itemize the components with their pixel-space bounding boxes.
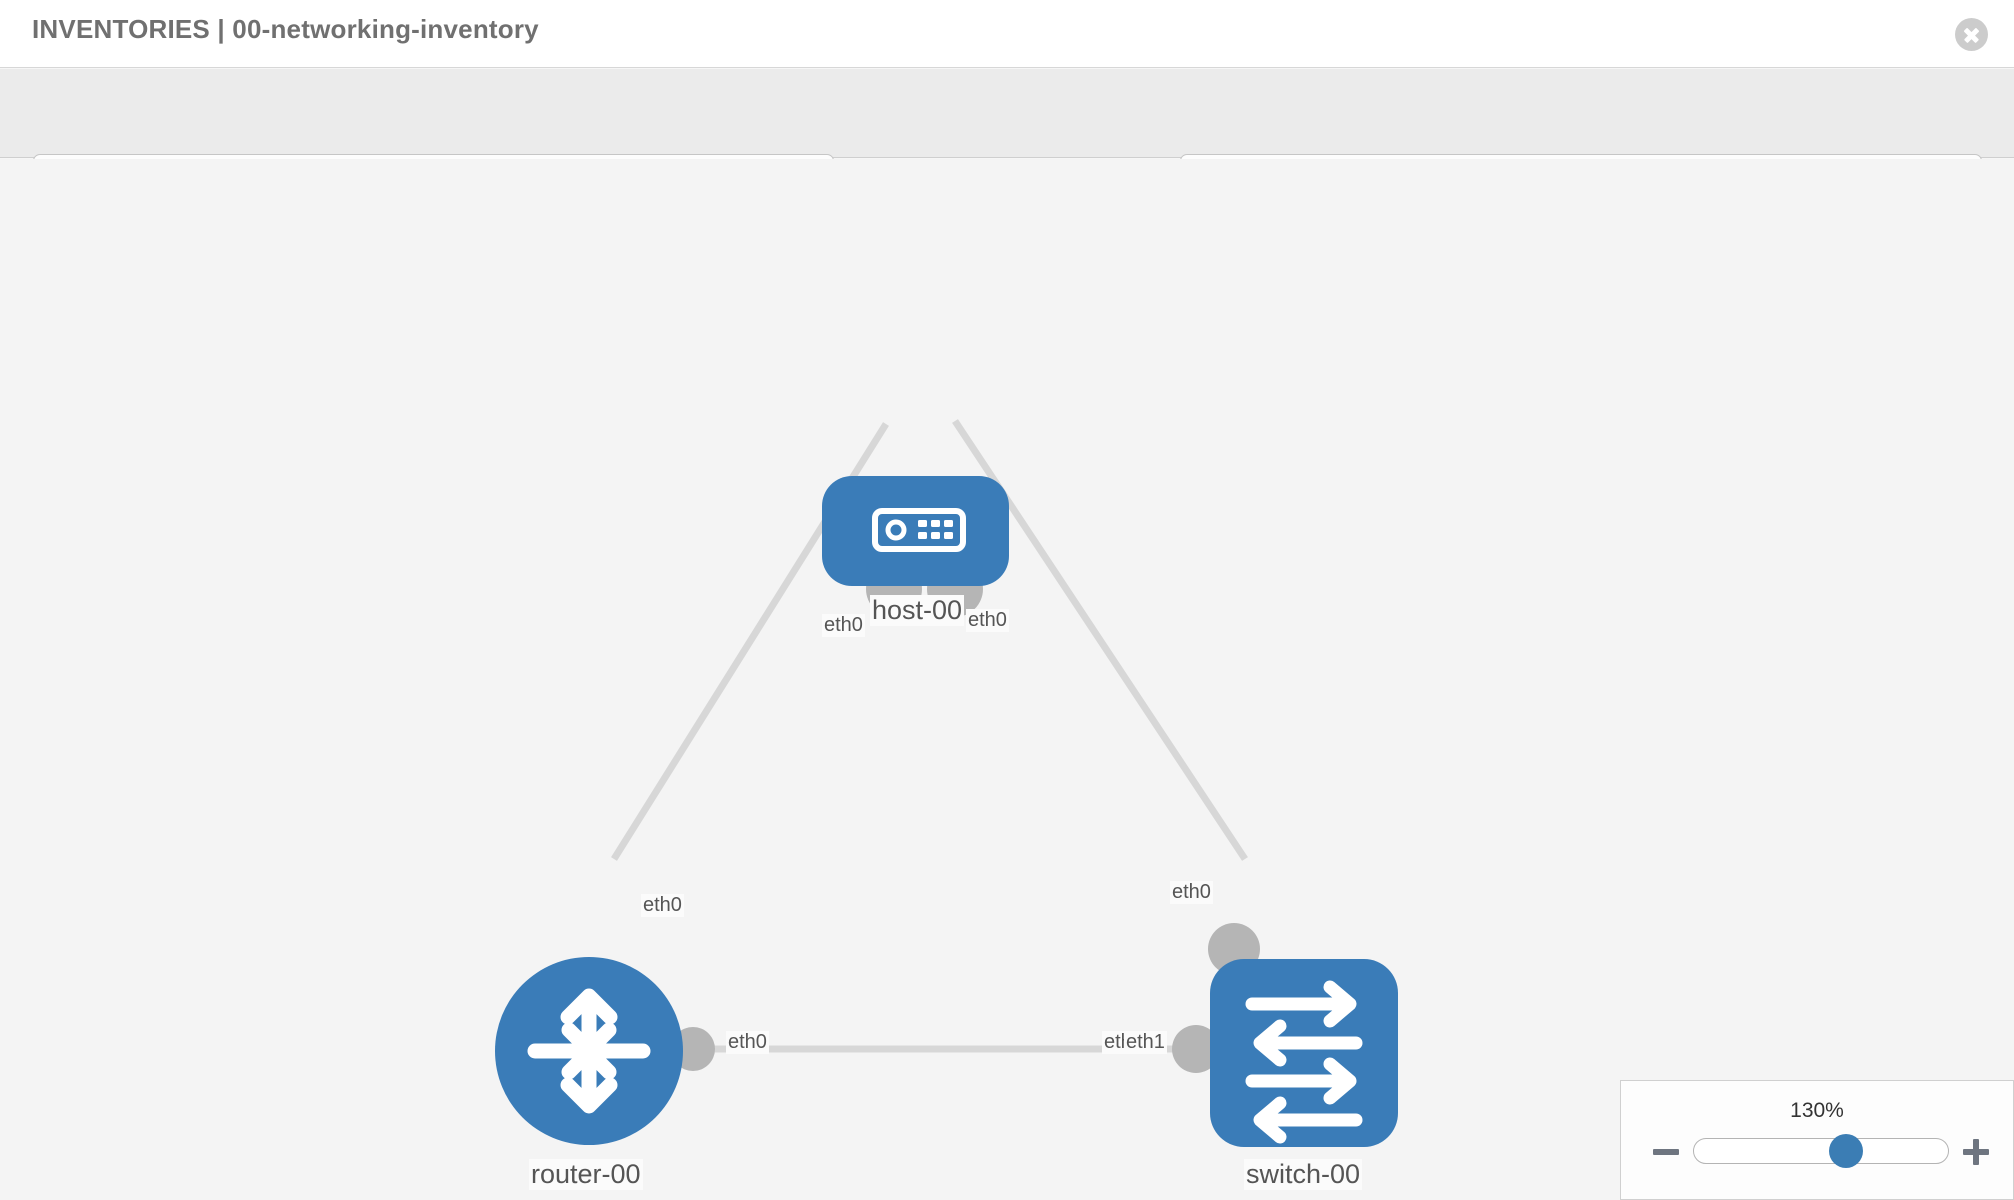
zoom-out-button[interactable] <box>1651 1137 1681 1167</box>
page-header: INVENTORIES | 00-networking-inventory <box>0 0 2014 68</box>
node-label-switch-00: switch-00 <box>1244 1159 1363 1190</box>
iface-label-host-left: eth0 <box>822 614 865 637</box>
node-router-00[interactable] <box>495 957 683 1145</box>
topology-graph <box>495 419 1398 1147</box>
page-title: INVENTORIES | 00-networking-inventory <box>32 14 539 44</box>
node-label-router-00: router-00 <box>529 1159 643 1190</box>
zoom-level-value: 130% <box>1790 1099 1844 1122</box>
node-host-00[interactable] <box>822 476 1009 586</box>
close-icon[interactable] <box>1955 18 1988 51</box>
iface-label-router-right: eth0 <box>726 1031 769 1054</box>
zoom-slider[interactable] <box>1693 1134 1949 1168</box>
zoom-slider-thumb[interactable] <box>1829 1134 1864 1168</box>
node-switch-00[interactable] <box>1210 959 1398 1147</box>
iface-label-switch-up: eth0 <box>1170 881 1213 904</box>
iface-label-router-up: eth0 <box>641 894 684 917</box>
iface-label-host-right: eth0 <box>966 609 1009 632</box>
iface-label-switch-left-b: eth1 <box>1124 1031 1167 1054</box>
toolbar: ACTIONS SEARCH <box>0 69 2014 207</box>
topology-endpoints <box>671 561 1260 1073</box>
node-label-host-00: host-00 <box>870 595 965 626</box>
zoom-control-panel: 130% <box>1620 1080 2014 1200</box>
zoom-in-button[interactable] <box>1961 1137 1991 1167</box>
endpoint-switch-left[interactable] <box>1172 1025 1220 1073</box>
topology-canvas[interactable]: eth0 host-00 eth0 eth0 eth0 eth0 eth0 et… <box>0 159 2014 1200</box>
